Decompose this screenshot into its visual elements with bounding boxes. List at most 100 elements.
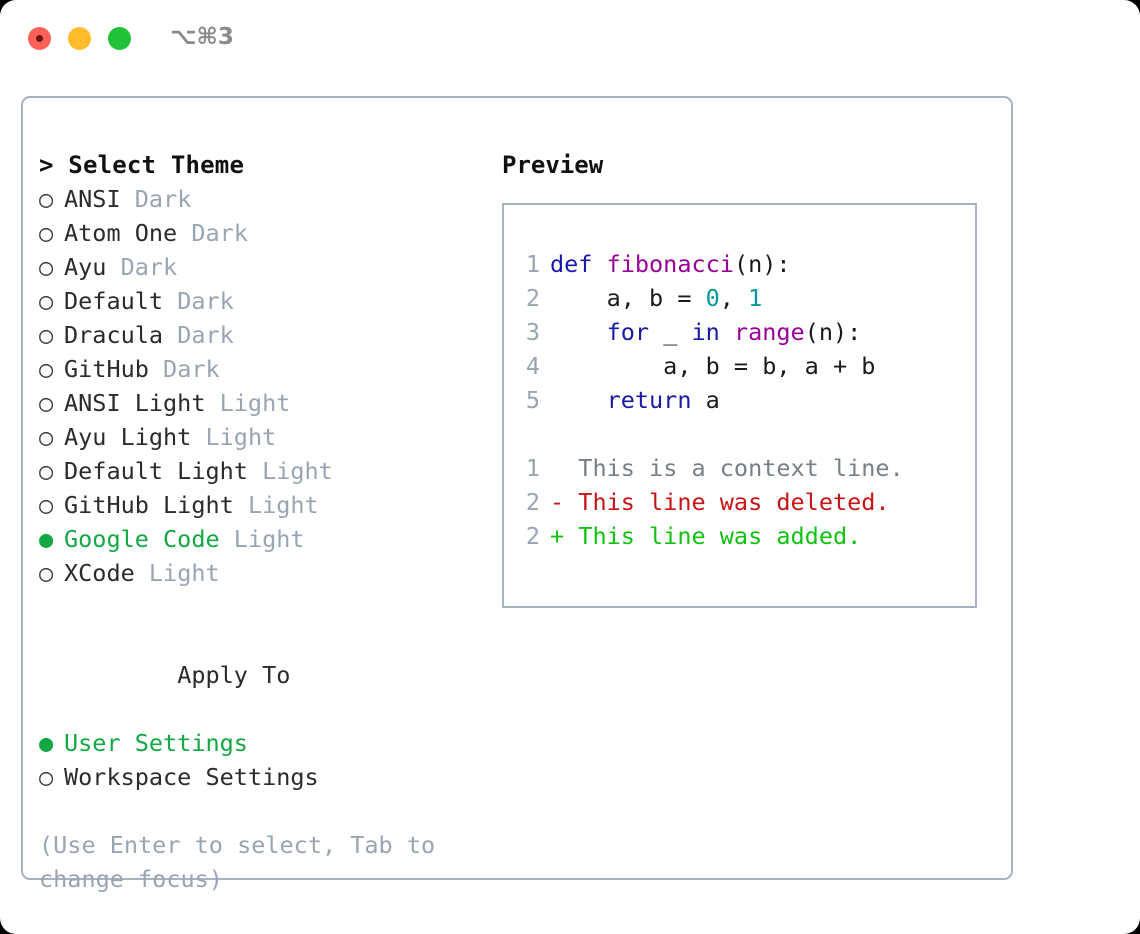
code-token-kw: for <box>606 318 650 346</box>
theme-label-separator <box>163 321 177 349</box>
theme-label-separator <box>121 185 135 213</box>
radio-unselected-icon: ○ <box>39 355 54 383</box>
theme-option-xcode[interactable]: ○XCode Light <box>39 556 469 590</box>
apply-to-heading-indent <box>152 658 177 692</box>
theme-option-label: GitHub <box>64 355 149 383</box>
code-line: 2 a, b = 0, 1 <box>518 281 969 315</box>
theme-selector-column: > Select Theme ○ANSI Dark○Atom One Dark○… <box>39 148 469 896</box>
radio-selected-icon: ● <box>39 525 54 553</box>
theme-option-default[interactable]: ○Default Dark <box>39 284 469 318</box>
theme-option-ansi-light[interactable]: ○ ANSI Light Light <box>39 386 469 420</box>
code-token-pl: _ <box>649 318 692 346</box>
theme-option-default-light[interactable]: ○ Default Light Light <box>39 454 469 488</box>
code-line: 4 a, b = b, a + b <box>518 349 969 383</box>
theme-option-kind: Light <box>219 389 291 417</box>
code-token-pl: a, b = <box>550 284 706 312</box>
code-token-pl: (n): <box>804 318 862 346</box>
code-line: 3 for _ in range(n): <box>518 315 969 349</box>
theme-option-kind: Light <box>262 457 333 485</box>
theme-option-kind: Dark <box>177 321 234 349</box>
theme-option-label: Google Code <box>64 525 220 553</box>
theme-option-label: Ayu <box>64 253 107 281</box>
code-token-pl <box>720 318 734 346</box>
radio-unselected-icon: ○ <box>39 389 54 417</box>
theme-option-kind: Dark <box>134 185 192 213</box>
close-window-button[interactable] <box>28 27 51 50</box>
theme-option-label: Dracula <box>64 321 164 349</box>
radio-unselected-icon: ○ <box>39 491 54 519</box>
apply-to-option-label: User Settings <box>64 729 248 757</box>
diff-sign: - <box>550 488 565 516</box>
apply-to-option-user-settings[interactable]: ● User Settings <box>39 726 469 760</box>
diff-sign <box>550 454 564 482</box>
select-theme-heading: > Select Theme <box>39 151 245 179</box>
theme-option-label: GitHub Light <box>64 491 234 519</box>
diff-line-text: This line was added. <box>564 522 862 550</box>
theme-option-google-code[interactable]: ● Google Code Light <box>39 522 469 556</box>
theme-option-kind: Dark <box>177 287 234 315</box>
apply-to-option-workspace-settings[interactable]: ○Workspace Settings <box>39 760 469 794</box>
theme-option-dracula[interactable]: ○ Dracula Dark <box>39 318 469 352</box>
code-line-number: 1 <box>525 250 540 278</box>
theme-option-kind: Light <box>233 525 305 553</box>
theme-option-github-light[interactable]: ○ GitHub Light Light <box>39 488 469 522</box>
theme-option-ayu-light[interactable]: ○Ayu Light Light <box>39 420 469 454</box>
code-token-fn: fibonacci <box>606 250 734 278</box>
radio-unselected-icon: ○ <box>39 287 54 315</box>
theme-option-github[interactable]: ○GitHub Dark <box>39 352 469 386</box>
theme-option-ansi[interactable]: ○ ANSI Dark <box>39 182 469 216</box>
radio-selected-icon: ● <box>39 729 54 757</box>
minimize-window-button[interactable] <box>68 27 91 50</box>
diff-line-del: 2- This line was deleted. <box>518 485 969 519</box>
apply-to-heading: Apply To <box>39 624 469 726</box>
theme-label-separator <box>191 423 205 451</box>
maximize-window-button[interactable] <box>108 27 131 50</box>
code-token-pl: , <box>719 284 749 312</box>
code-line-number: 5 <box>525 386 540 414</box>
radio-unselected-icon: ○ <box>39 559 54 587</box>
theme-option-label: XCode <box>64 559 135 587</box>
keyboard-hint-text: (Use Enter to select, Tab to change focu… <box>39 831 436 893</box>
theme-label-separator <box>220 525 234 553</box>
theme-label-separator <box>106 253 120 281</box>
keyboard-shortcut-label: ⌥⌘3 <box>170 24 234 50</box>
theme-label-separator <box>234 491 248 519</box>
code-token-pl <box>550 318 607 346</box>
diff-line-number: 1 <box>525 454 540 482</box>
code-token-fn: range <box>733 318 805 346</box>
diff-line-text: This line was deleted. <box>564 488 890 516</box>
theme-option-kind: Light <box>247 491 319 519</box>
radio-unselected-icon: ○ <box>39 321 54 349</box>
tui-panel: > Select Theme ○ANSI Dark○Atom One Dark○… <box>21 96 1013 893</box>
theme-option-ayu[interactable]: ○Ayu Dark <box>39 250 469 284</box>
code-line-number: 3 <box>525 318 540 346</box>
diff-block: 1 This is a context line.2- This line wa… <box>518 451 969 553</box>
code-token-pl <box>550 386 607 414</box>
theme-label-separator <box>163 287 177 315</box>
theme-option-label: ANSI <box>64 185 121 213</box>
diff-line-add: 2+ This line was added. <box>518 519 969 553</box>
radio-unselected-icon: ○ <box>39 457 54 485</box>
theme-label-separator <box>135 559 149 587</box>
radio-unselected-icon: ○ <box>39 185 54 213</box>
code-token-num: 1 <box>748 284 763 312</box>
radio-unselected-icon: ○ <box>39 253 54 281</box>
theme-option-label: ANSI Light <box>64 389 206 417</box>
theme-label-separator <box>205 389 219 417</box>
code-token-pl: a, b = b, a + b <box>550 352 876 380</box>
preview-heading: Preview <box>502 151 604 179</box>
window-titlebar: ⌥⌘3 <box>0 0 1140 78</box>
diff-line-text: This is a context line. <box>564 454 904 482</box>
apply-to-heading-label: Apply To <box>177 661 291 689</box>
theme-option-label: Ayu Light <box>64 423 192 451</box>
theme-option-atom-one[interactable]: ○Atom One Dark <box>39 216 469 250</box>
diff-line-ctx: 1 This is a context line. <box>518 451 969 485</box>
code-line-number: 4 <box>525 352 540 380</box>
theme-option-label: Default Light <box>64 457 248 485</box>
apply-to-list: ● User Settings ○Workspace Settings <box>39 726 469 794</box>
